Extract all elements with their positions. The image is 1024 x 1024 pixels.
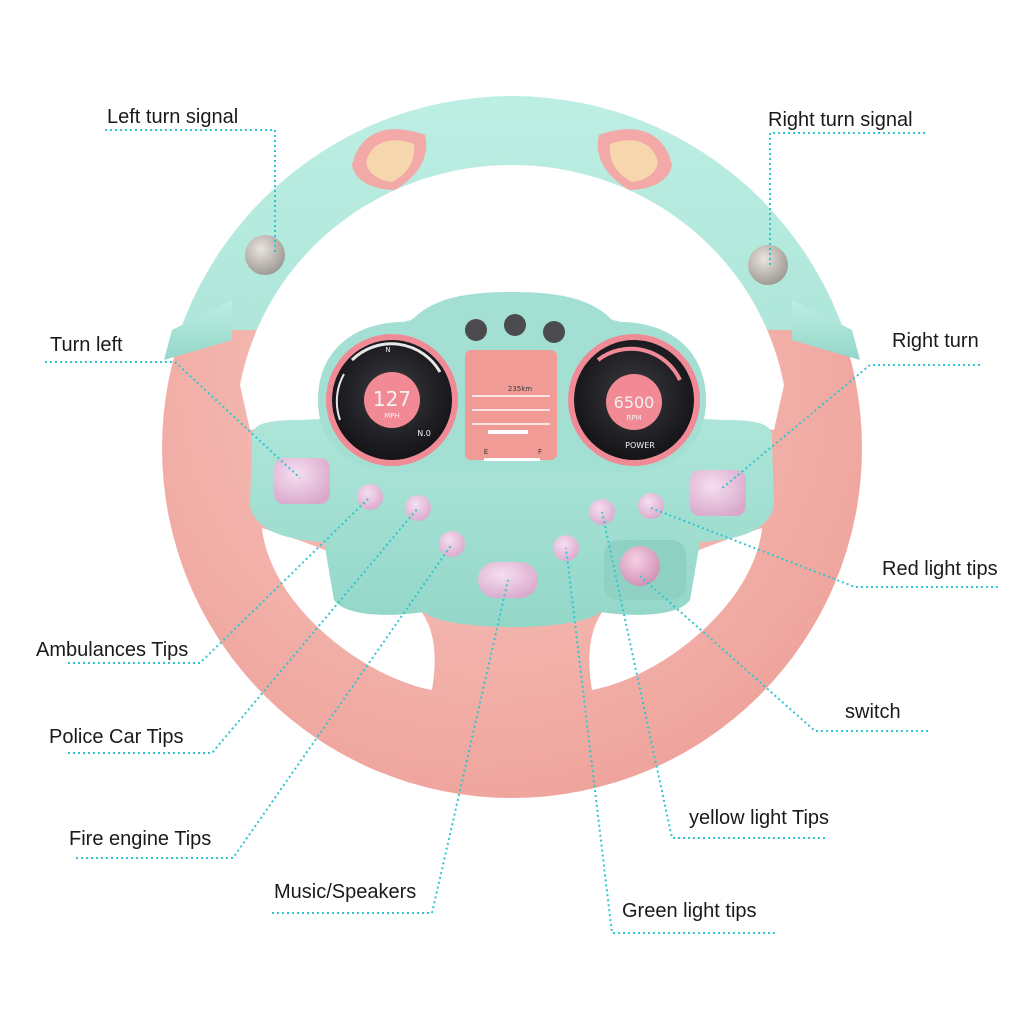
label-turn-left: Turn left — [50, 334, 123, 356]
leader-turn-left — [45, 361, 301, 479]
distance-readout: 235km — [508, 385, 532, 393]
label-red-light-tips: Red light tips — [882, 558, 998, 580]
leader-right-turn-signal — [769, 132, 925, 265]
indicator-light-left — [465, 319, 487, 341]
rpm-unit: RPM — [626, 414, 641, 422]
label-right-turn: Right turn — [892, 330, 979, 352]
yellow-light-tips-button[interactable] — [589, 499, 615, 525]
leader-green-light-tips — [565, 547, 775, 934]
right-turn-signal-lamp — [748, 245, 788, 285]
center-display: 235km E F — [465, 350, 557, 461]
right-turn-button[interactable] — [690, 470, 746, 516]
label-switch: switch — [845, 701, 901, 723]
leader-left-turn-signal — [105, 129, 276, 255]
police-car-tips-button[interactable] — [405, 495, 431, 521]
leader-right-turn — [719, 364, 980, 491]
leader-lines — [45, 129, 998, 934]
label-police-car-tips: Police Car Tips — [49, 726, 184, 748]
fire-engine-tips-button[interactable] — [439, 531, 465, 557]
indicator-light-right — [543, 321, 565, 343]
rpm-value: 6500 — [614, 393, 655, 412]
labels: Left turn signal Right turn signal Turn … — [36, 106, 998, 922]
gear-n-label: N — [385, 346, 390, 354]
indicator-light-center — [504, 314, 526, 336]
speed-unit: MPH — [384, 412, 400, 420]
leader-ambulance-tips — [68, 496, 371, 664]
steering-wheel: 127 MPH N N.0 235km E F 6500 RPM POWER — [162, 96, 862, 798]
label-left-turn-signal: Left turn signal — [107, 106, 238, 128]
leader-music-speakers — [272, 579, 509, 914]
switch-knob[interactable] — [620, 546, 660, 586]
rim-seam-left — [164, 300, 232, 360]
label-yellow-light-tips: yellow light Tips — [689, 807, 829, 829]
ear-left-icon — [352, 129, 427, 190]
label-fire-engine-tips: Fire engine Tips — [69, 828, 211, 850]
speed-value: 127 — [373, 387, 411, 411]
fuel-e-label: E — [484, 448, 488, 456]
ear-right-icon — [597, 129, 672, 190]
rpm-gauge: 6500 RPM POWER — [568, 334, 700, 466]
red-light-tips-button[interactable] — [638, 493, 664, 519]
label-ambulances-tips: Ambulances Tips — [36, 639, 188, 661]
label-right-turn-signal: Right turn signal — [768, 109, 913, 131]
gear-no-label: N.0 — [417, 429, 431, 438]
turn-left-button[interactable] — [274, 458, 330, 504]
label-green-light-tips: Green light tips — [622, 900, 757, 922]
fuel-f-label: F — [538, 448, 542, 456]
speed-gauge: 127 MPH N N.0 — [326, 334, 458, 466]
power-label: POWER — [625, 441, 655, 450]
leader-fire-engine-tips — [76, 543, 453, 859]
leader-yellow-light-tips — [601, 511, 825, 839]
left-turn-signal-lamp — [245, 235, 285, 275]
label-music-speakers: Music/Speakers — [274, 881, 416, 903]
rim-seam-right — [792, 300, 860, 360]
